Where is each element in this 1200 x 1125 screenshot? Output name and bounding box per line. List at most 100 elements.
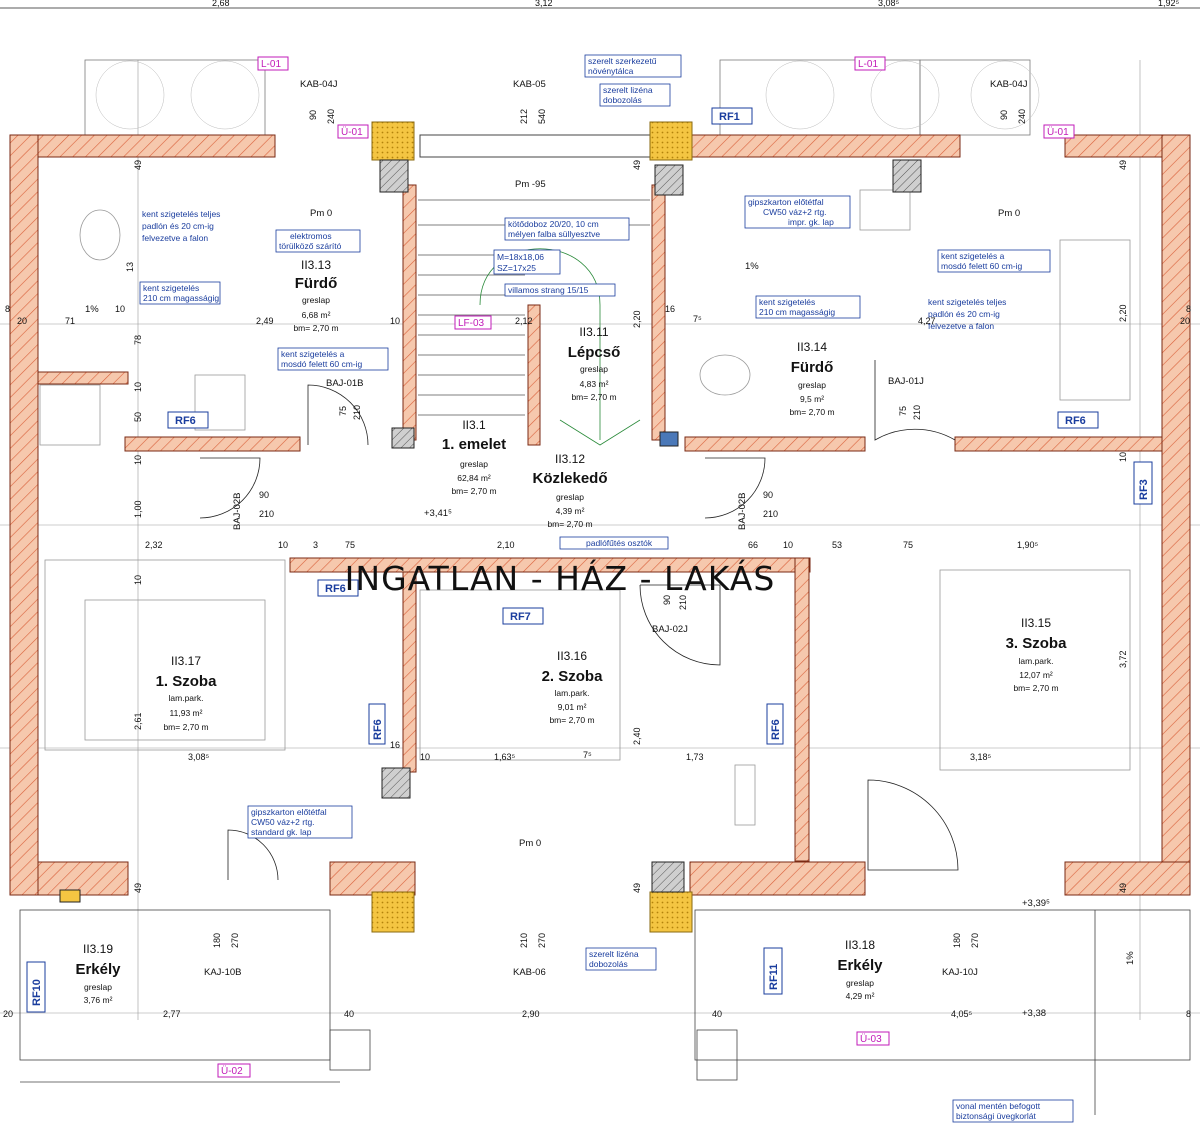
dim-210a: 2,10 <box>497 540 515 550</box>
tag-rf6-left: RF6 <box>175 415 196 427</box>
room-ii3-11-area: 4,83 m² <box>580 379 609 389</box>
dim-75a: 7⁵ <box>693 314 702 324</box>
dim-249: 2,49 <box>256 316 274 326</box>
rdim-49a: 49 <box>1118 160 1128 170</box>
code-kab05: KAB-05 <box>513 79 546 90</box>
room-ii3-11-height: bm= 2,70 m <box>571 392 616 402</box>
note-stair-1: M=18x18,06 <box>497 252 544 262</box>
room-ii3-13-area: 6,68 m² <box>302 310 331 320</box>
note-planter-2: növénytálca <box>588 66 634 76</box>
room-ii3-12-id: II3.12 <box>555 452 585 466</box>
note-bath2-210-2: 210 cm magasságig <box>759 307 835 317</box>
dim-3: 3 <box>313 540 318 550</box>
room-ii3-11-id: II3.11 <box>579 325 608 339</box>
level-338: +3,38 <box>1022 1008 1046 1019</box>
room-ii3-16: II3.16 2. Szoba lam.park. 9,01 m² bm= 2,… <box>542 649 604 725</box>
room-ii3-16-height: bm= 2,70 m <box>549 715 594 725</box>
slope-1: 1% <box>85 304 99 315</box>
tag-u01-right: Ü-01 <box>1047 126 1069 138</box>
room-ii3-19-floor: greslap <box>84 982 112 992</box>
note-junction-2: mélyen falba süllyesztve <box>508 229 600 239</box>
vdim-210a: 210 <box>352 405 362 420</box>
note-bath2-sink-2: mosdó felett 60 cm-ig <box>941 261 1023 271</box>
note-drywall-l-2: CW50 váz+2 rtg. <box>251 817 315 827</box>
door-swings <box>199 360 959 881</box>
note-bath1-ins-2: padlón és 20 cm-ig <box>142 221 214 231</box>
room-ii3-1-id: II3.1 <box>462 418 486 432</box>
room-ii3-18-id: II3.18 <box>845 938 875 952</box>
dim-53: 53 <box>832 540 842 550</box>
level-pm95: Pm -95 <box>515 179 546 190</box>
note-strang: villamos strang 15/15 <box>508 285 589 295</box>
room-ii3-17-height: bm= 2,70 m <box>163 722 208 732</box>
grid-lines <box>0 60 1200 1020</box>
code-kab04j-right: KAB-04J <box>990 79 1028 90</box>
room-ii3-12-area: 4,39 m² <box>556 506 585 516</box>
vdim-240a: 240 <box>326 109 336 124</box>
tag-le03: LF-03 <box>458 318 485 329</box>
room-ii3-15-area: 12,07 m² <box>1019 670 1053 680</box>
room-ii3-1-height: bm= 2,70 m <box>451 486 496 496</box>
room-ii3-17-name: 1. Szoba <box>156 673 218 690</box>
note-bath1-ins-3: felvezetve a falon <box>142 233 208 243</box>
vdim-540: 540 <box>537 109 547 124</box>
code-baj01j: BAJ-01J <box>888 376 924 387</box>
element-codes: KAB-04J KAB-05 KAB-04J BAJ-01B BAJ-01J B… <box>85 79 1136 1019</box>
room-ii3-14-floor: greslap <box>798 380 826 390</box>
room-ii3-12: II3.12 Közlekedő greslap 4,39 m² bm= 2,7… <box>532 452 607 529</box>
dim-277: 2,77 <box>163 1009 181 1019</box>
room-ii3-14-height: bm= 2,70 m <box>789 407 834 417</box>
note-bath1-ins-1: kent szigetelés teljes <box>142 209 220 219</box>
code-baj02b-right: BAJ-02B <box>737 493 748 531</box>
balcony-outlines <box>19 909 1191 1115</box>
room-ii3-12-floor: greslap <box>556 492 584 502</box>
note-lizena-1: szerelt lizéna <box>603 85 653 95</box>
vdim-90b: 90 <box>999 110 1009 120</box>
room-ii3-11-name: Lépcső <box>568 344 621 361</box>
tag-rf11: RF11 <box>768 964 780 990</box>
ldim-10c: 10 <box>133 575 143 585</box>
vdim-270c: 270 <box>970 933 980 948</box>
vdim-212: 212 <box>519 109 529 124</box>
note-bath1-210-1: kent szigetelés <box>143 283 199 293</box>
room-ii3-19-id: II3.19 <box>83 942 113 956</box>
code-kaj10b: KAJ-10B <box>204 967 242 978</box>
room-ii3-15: II3.15 3. Szoba lam.park. 12,07 m² bm= 2… <box>1006 616 1068 693</box>
dim-40b: 40 <box>712 1009 722 1019</box>
mdim-220a: 2,20 <box>632 310 642 328</box>
staircase <box>418 199 650 446</box>
dim-232: 2,32 <box>145 540 163 550</box>
level-pm0-c: Pm 0 <box>519 838 541 849</box>
top-dim-3: 3,08⁵ <box>878 0 900 8</box>
note-stair-2: SZ=17x25 <box>497 263 536 273</box>
note-bath2-ins-2: padlón és 20 cm-ig <box>928 309 1000 319</box>
note-glass-2: biztonsági üvegkorlát <box>956 1111 1036 1121</box>
vdim-210c: 210 <box>678 595 688 610</box>
room-ii3-17-id: II3.17 <box>171 654 201 668</box>
dim-10d: 10 <box>783 540 793 550</box>
rdim-372: 3,72 <box>1118 650 1128 668</box>
level-339: +3,39⁵ <box>1022 898 1050 909</box>
note-floorheat: padlófűtés osztók <box>586 538 653 548</box>
dim-66: 66 <box>748 540 758 550</box>
room-labels: II3.13 Fürdő greslap 6,68 m² bm= 2,70 m … <box>75 258 1067 1005</box>
room-ii3-15-floor: lam.park. <box>1019 656 1054 666</box>
vdim-90a: 90 <box>308 110 318 120</box>
tag-rf6-mid: RF6 <box>325 583 346 595</box>
room-ii3-14-id: II3.14 <box>797 340 827 354</box>
tag-u03: Ü-03 <box>860 1033 882 1045</box>
rdim-10: 10 <box>1118 452 1128 462</box>
room-ii3-14-area: 9,5 m² <box>800 394 824 404</box>
note-lizena-b-2: dobozolás <box>589 959 628 969</box>
dim-10a: 10 <box>115 304 125 314</box>
vdim-180a: 180 <box>212 933 222 948</box>
level-pm0-a: Pm 0 <box>310 208 332 219</box>
room-ii3-16-name: 2. Szoba <box>542 668 604 685</box>
note-bath2-ins-1: kent szigetelés teljes <box>928 297 1006 307</box>
tag-u01-left: Ü-01 <box>341 126 363 138</box>
note-bath2-sink-1: kent szigetelés a <box>941 251 1005 261</box>
rf-tags: RF1 RF6 RF6 RF7 RF6 RF6 RF6 RF3 RF10 RF1… <box>26 107 1153 1013</box>
note-drywall-l-3: standard gk. lap <box>251 827 312 837</box>
ldim-78: 78 <box>133 335 143 345</box>
